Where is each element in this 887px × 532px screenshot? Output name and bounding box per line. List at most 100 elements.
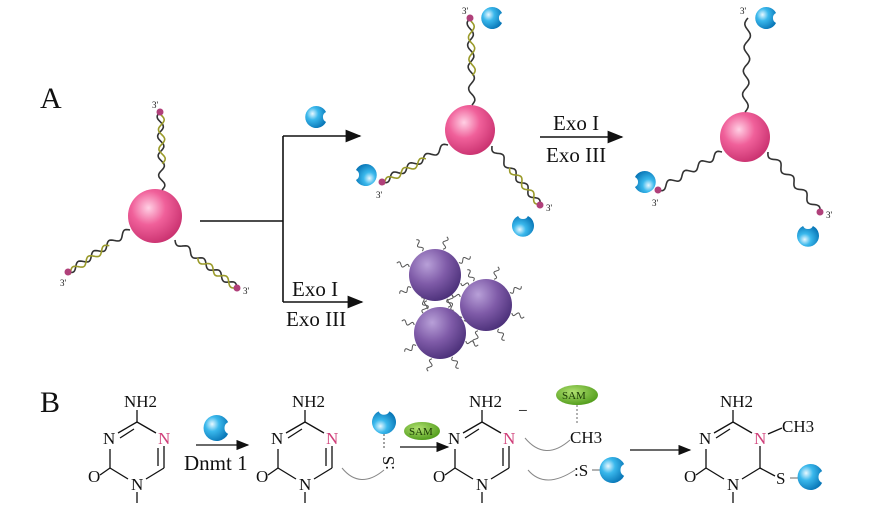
degraded-strand — [451, 356, 459, 369]
n1-atom: N — [299, 475, 311, 494]
enzyme-shape — [599, 457, 625, 483]
n3-atom: N — [271, 429, 283, 448]
degraded-strand — [421, 300, 428, 314]
enzyme-icon — [797, 464, 823, 490]
aggregated-nanoparticle — [409, 249, 461, 301]
degraded-strand — [401, 319, 415, 326]
electron-arrow — [341, 467, 385, 480]
aggregated-nanoparticle — [460, 279, 512, 331]
n3-atom: N — [699, 429, 711, 448]
enzyme-shape — [755, 6, 777, 29]
bond — [732, 421, 753, 434]
bond — [715, 428, 731, 439]
n5-atom: N — [326, 429, 338, 448]
strand-end-marker — [654, 186, 662, 194]
enzyme-icon — [755, 6, 777, 29]
panel-b-label: B — [40, 386, 60, 419]
prime-label: 3' — [60, 278, 67, 288]
dna-strand — [381, 143, 449, 184]
degraded-strand — [426, 358, 433, 372]
sulfur-label: S — [776, 469, 785, 488]
bond — [713, 421, 734, 434]
enzyme-shape — [305, 106, 327, 128]
n5-atom: N — [754, 429, 766, 448]
bond — [741, 467, 761, 480]
reaction-arrows — [196, 439, 692, 456]
prime-label: 3' — [376, 190, 383, 200]
n3-atom: N — [103, 429, 115, 448]
n1-atom: N — [476, 475, 488, 494]
nh2-label: NH2 — [469, 392, 502, 411]
nh2-label: NH2 — [124, 392, 157, 411]
bond — [490, 467, 510, 480]
strand-end-marker — [466, 14, 474, 22]
dna-strand — [466, 17, 476, 106]
oxygen-atom: O — [256, 467, 268, 486]
degraded-strand — [404, 344, 417, 352]
complementary-strand — [467, 18, 477, 77]
negative-charge: − — [518, 401, 528, 420]
enzyme-shape — [203, 415, 229, 441]
bond — [119, 428, 135, 439]
ch3-label: CH3 — [570, 428, 602, 447]
bond — [464, 428, 480, 439]
bond — [304, 421, 325, 434]
bond — [109, 467, 129, 480]
strand-end-marker — [233, 284, 241, 292]
bond — [462, 421, 483, 434]
exo1-label-top: Exo I — [553, 111, 599, 135]
exo3-label-bottom: Exo III — [286, 307, 346, 331]
oxygen-atom: O — [433, 467, 445, 486]
ch3-label: CH3 — [782, 417, 814, 436]
thiolate-label: :S — [379, 456, 398, 470]
bond — [287, 428, 303, 439]
enzyme-icon — [481, 6, 503, 29]
bond — [136, 421, 157, 434]
enzyme-shape — [634, 171, 656, 193]
enzyme-icon — [512, 215, 534, 237]
enzyme-shape — [512, 215, 534, 237]
bond — [444, 467, 456, 476]
enzyme-shape — [372, 411, 396, 435]
enzyme-shape — [797, 464, 823, 490]
bond — [695, 467, 707, 476]
panel-a-label: A — [40, 82, 62, 115]
dna-strand — [741, 17, 752, 113]
complementary-strand — [508, 167, 543, 206]
enzyme-shape — [797, 225, 819, 247]
n1-atom: N — [131, 475, 143, 494]
strand-end-marker — [156, 108, 164, 116]
strand-end-marker — [536, 201, 544, 209]
degraded-strand — [497, 328, 505, 341]
gold-nanoparticle — [445, 105, 495, 155]
bond — [99, 467, 111, 476]
degraded-strand — [511, 312, 525, 319]
enzyme-icon — [797, 225, 819, 247]
bond — [705, 467, 725, 480]
sam-badge — [404, 422, 440, 440]
n1-atom: N — [727, 475, 739, 494]
prime-label: 3' — [740, 6, 747, 16]
bond — [767, 427, 783, 435]
degraded-strand — [493, 266, 500, 280]
exo1-label-bottom: Exo I — [292, 277, 338, 301]
dna-strand — [156, 111, 166, 191]
n5-atom: N — [503, 429, 515, 448]
nh2-label: NH2 — [292, 392, 325, 411]
degraded-strand — [509, 286, 522, 294]
degraded-strand — [465, 340, 479, 347]
electron-arrow — [527, 469, 576, 481]
bond — [285, 421, 306, 434]
oxygen-atom: O — [684, 467, 696, 486]
gold-nanoparticle — [720, 112, 770, 162]
enzyme-icon — [599, 457, 625, 483]
degraded-strand — [399, 286, 412, 294]
sam-label: SAM — [562, 390, 586, 402]
dna-strand — [657, 150, 723, 192]
nh2-label: NH2 — [720, 392, 753, 411]
prime-label: 3' — [462, 6, 469, 16]
bond — [481, 421, 502, 434]
